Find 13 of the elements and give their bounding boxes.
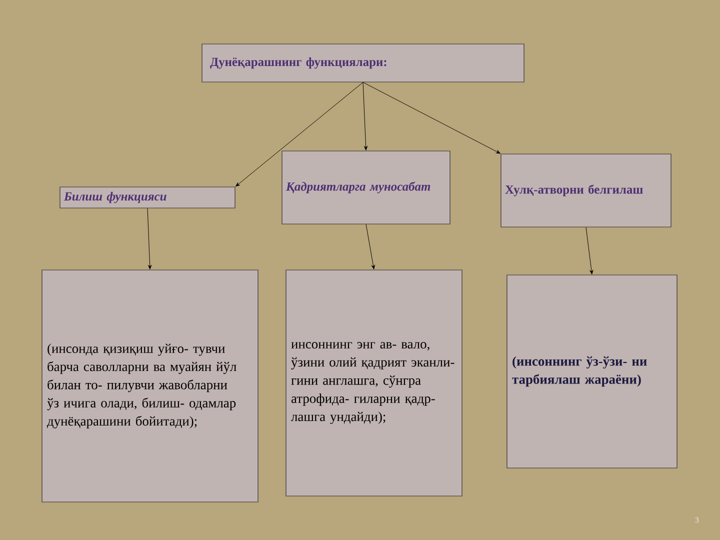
title-box: Дунёқарашнинг функциялари:	[202, 44, 524, 82]
description-box: (инсонда қизиқиш уйғо- тувчи барча саволларни ва муайян йўл билан то- пилувчи жавобларни ўз ичига олади, билиш- одамлар дунёқарашини бойитади);	[42, 270, 258, 502]
category-box: Билиш функцияси	[60, 186, 236, 208]
arrow	[586, 227, 594, 274]
description-box: (инсоннинг ўз-ўзи- ни тарбиялаш жараёни)	[506, 274, 678, 468]
arrow	[362, 82, 368, 150]
category-box: Қадриятларга муносабат	[282, 150, 450, 224]
arrow	[236, 82, 364, 187]
category-box: Хулқ-атворни белгилаш	[500, 154, 672, 228]
arrow	[147, 208, 152, 270]
description-box: инсоннинг энг ав- вало, ўзини олий қадрият эканли- гини англашга, сўнгра атрофида- гиларни қадр- лашга ундайди);	[286, 270, 462, 496]
arrow	[366, 224, 375, 270]
arrow	[362, 82, 500, 154]
